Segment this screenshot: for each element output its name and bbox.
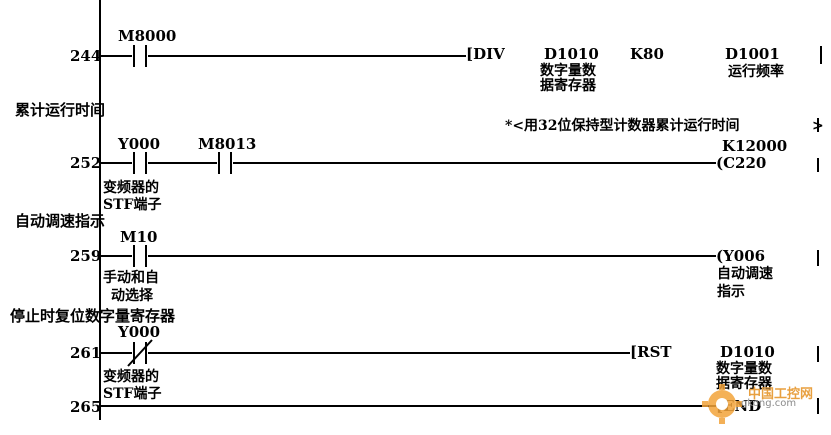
coil-c220: (C220 — [716, 154, 767, 172]
operand-d1001: D1001 — [725, 45, 780, 63]
contact-y000-nc-label: Y000 — [118, 323, 161, 341]
instr-rst: [RST — [630, 343, 672, 361]
comment-252: 累计运行时间 — [15, 101, 106, 119]
watermark-text: 中国工控网 — [748, 387, 814, 402]
operand-d1010: D1010 — [544, 45, 599, 63]
operand-d1010-rst-note1: 数字量数 — [716, 361, 772, 377]
contact-m10-label: M10 — [120, 228, 158, 246]
contact-y000-note1: 变频器的 — [103, 180, 159, 196]
comment-259: 自动调速指示 — [15, 212, 106, 230]
coil-y006-note2: 指示 — [717, 284, 745, 300]
step-261: 261 — [70, 344, 102, 362]
coil-c220-comment: *<用32位保持型计数器累计运行时间 — [505, 118, 740, 134]
operand-d1010-note2: 据寄存器 — [540, 78, 596, 94]
operand-d1010-note1: 数字量数 — [540, 63, 596, 79]
contact-m8000-label: M8000 — [118, 27, 177, 45]
step-259: 259 — [70, 247, 102, 265]
operand-d1010-rst: D1010 — [720, 343, 775, 361]
operand-d1010-rst-note2: 据寄存器 — [716, 376, 772, 392]
contact-m8013-label: M8013 — [198, 135, 257, 153]
contact-y000-nc-note1: 变频器的 — [103, 369, 159, 385]
step-244: 244 — [70, 47, 102, 65]
coil-c220-comment-end: > — [812, 118, 824, 134]
watermark-url: gkong.com — [741, 398, 797, 409]
contact-y000-nc-slash — [127, 339, 153, 367]
contact-m10-note2: 动选择 — [111, 288, 153, 304]
gear-icon — [702, 384, 742, 424]
contact-y000-note2: STF端子 — [103, 197, 162, 213]
contact-m10-note1: 手动和自 — [103, 270, 159, 286]
step-265: 265 — [70, 398, 102, 416]
watermark-logo — [702, 384, 742, 424]
contact-y000-nc-note2: STF端子 — [103, 386, 162, 402]
contact-y000-label: Y000 — [118, 135, 161, 153]
operand-d1001-note: 运行频率 — [728, 64, 784, 80]
coil-y006: (Y006 — [716, 247, 766, 265]
step-252: 252 — [70, 154, 102, 172]
comment-261: 停止时复位数字量寄存器 — [10, 307, 176, 325]
constant-k12000: K12000 — [722, 137, 788, 155]
coil-y006-note1: 自动调速 — [717, 266, 773, 282]
operand-k80: K80 — [630, 45, 664, 63]
instr-div: [DIV — [466, 45, 505, 63]
